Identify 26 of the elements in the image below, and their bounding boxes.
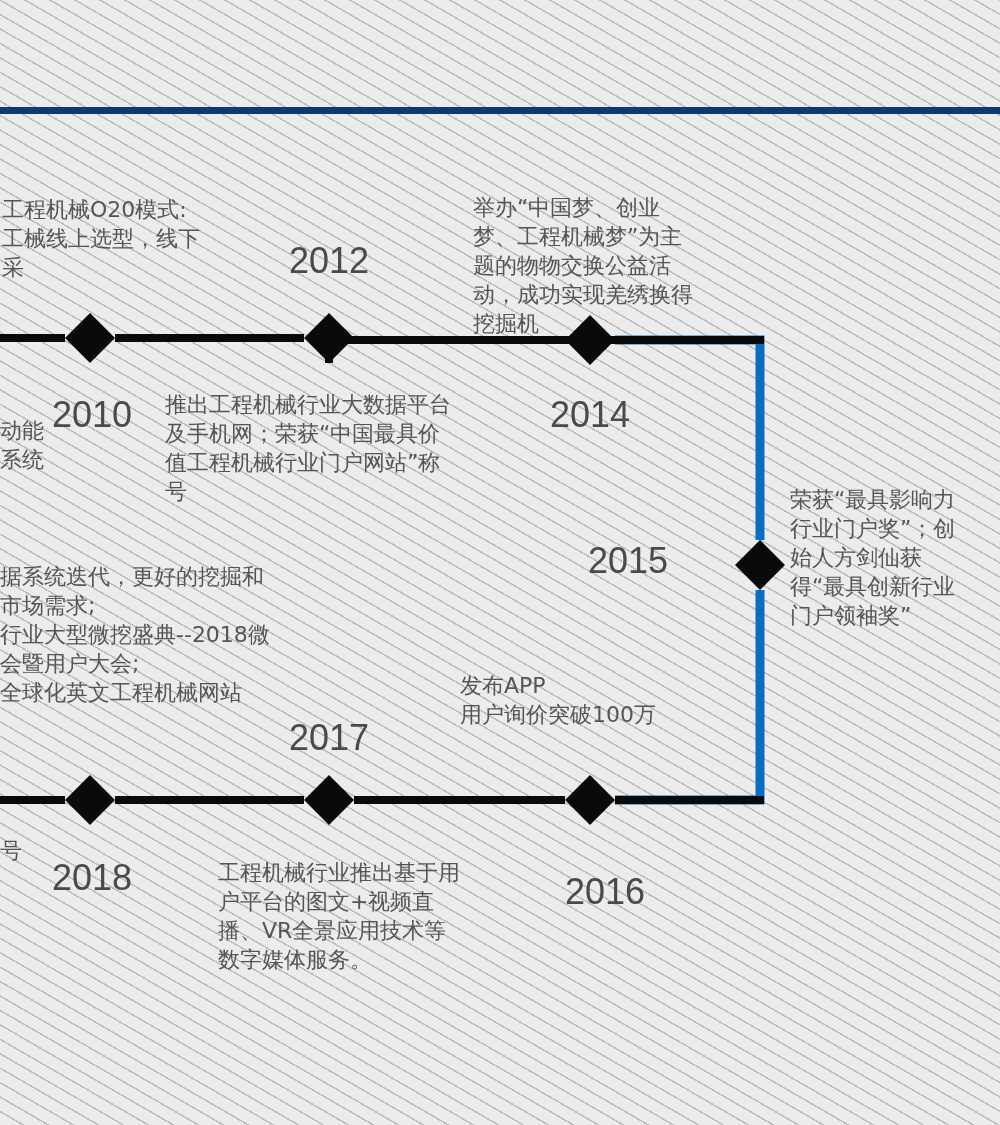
timeline-line — [115, 334, 304, 342]
timeline-line — [0, 796, 65, 804]
event-description: 发布APP — [460, 672, 547, 700]
event-description: 据系统迭代，更好的挖掘和市场需求; — [0, 563, 265, 620]
year-label: 2016 — [564, 871, 646, 913]
event-description: 工程机械行业推出基于用户平台的图文+视频直播、VR全景应用技术等数字媒体服务。 — [218, 859, 461, 974]
timeline-line — [115, 796, 304, 804]
event-description: 推出工程机械行业大数据平台及手机网；荣获“中国最具价值工程机械行业门户网站”称号 — [165, 391, 452, 506]
year-label: 2014 — [549, 394, 631, 436]
event-description: 工程机械O20模式:工械线上选型，线下采 — [2, 196, 201, 282]
year-label: 2018 — [51, 857, 133, 899]
partial-text: 动能系统 — [0, 417, 45, 474]
year-label: 2015 — [587, 540, 669, 582]
timeline-line — [0, 334, 65, 342]
timeline-line — [354, 796, 565, 804]
timeline-line — [615, 590, 765, 805]
timeline-line — [615, 335, 765, 540]
event-description: 用户询价突破100万 — [460, 701, 657, 729]
year-label: 2012 — [288, 240, 370, 282]
partial-text: 号 — [0, 837, 23, 865]
year-label: 2017 — [288, 717, 370, 759]
event-description: 全球化英文工程机械网站 — [0, 679, 243, 707]
year-label: 2010 — [51, 394, 133, 436]
event-description: 举办“中国梦、创业梦、工程机械梦”为主题的物物交换公益活动，成功实现羌绣换得挖掘机 — [473, 194, 694, 338]
event-description: 行业大型微挖盛典--2018微会暨用户大会; — [0, 621, 271, 678]
event-description: 荣获“最具影响力行业门户奖”；创始人方剑仙获得“最具创新行业门户领袖奖” — [790, 486, 957, 630]
